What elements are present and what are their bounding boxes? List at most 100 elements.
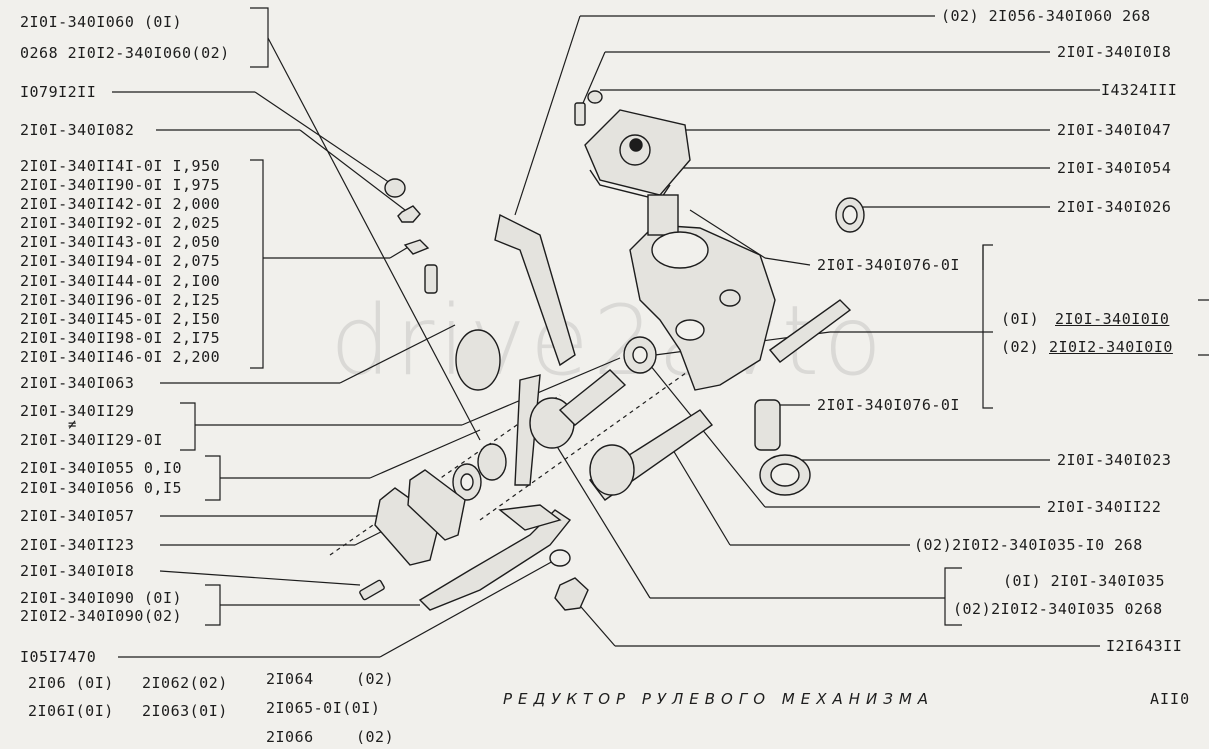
label-part-079: I079I2II: [20, 83, 97, 101]
input-shaft: [494, 213, 576, 367]
shim-row: 2I0I-340II44-0I 2,I00: [20, 271, 221, 290]
label-part-063: 2I0I-340I063: [20, 374, 135, 392]
nut-082: [384, 178, 406, 198]
label-part-123: 2I0I-340II23: [20, 536, 135, 554]
shim-row: 2I0I-340II98-0I 2,I75: [20, 328, 221, 347]
nut-pitman: [554, 577, 589, 611]
gasket: [589, 169, 671, 201]
washer-top: [587, 90, 603, 104]
shim-table: 2I0I-340II4I-0I I,950 2I0I-340II90-0I I,…: [20, 157, 220, 367]
leader-l7b: [369, 429, 481, 479]
housing-opening: [651, 231, 709, 269]
housing-neck: [647, 194, 679, 236]
leader-l2b: [254, 91, 394, 186]
label-r1: (02) 2I056-340I060 268: [941, 7, 1151, 25]
label-r7: 2I0I-340I076-0I: [817, 256, 960, 274]
label-r8a: 2I0I-340I0I0: [1055, 310, 1170, 328]
label-r6: 2I0I-340I026: [1057, 198, 1172, 216]
leader-l5b: [339, 324, 456, 384]
leader-l10: [159, 570, 361, 586]
pitman-arm: [418, 509, 572, 611]
label-part-082: 2I0I-340I082: [20, 121, 135, 139]
label-upper-shaft-02: 0268 2I0I2-340I060(02): [20, 44, 230, 62]
model-label: 2I066: [266, 728, 314, 746]
lock-washer: [397, 205, 421, 223]
leader-r11b: [649, 364, 766, 508]
label-part-051: I05I7470: [20, 648, 97, 666]
bracket-r9: [982, 245, 993, 409]
label-upper-shaft-01: 2I0I-340I060 (0I): [20, 13, 183, 31]
bearing-123: [477, 443, 507, 481]
label-r2: 2I0I-340I0I8: [1057, 43, 1172, 61]
bracket-pitman-arm: [205, 584, 221, 626]
pitman-head: [498, 504, 562, 531]
leader-r2b: [579, 51, 606, 111]
label-part-090-01: 2I0I-340I090 (0I): [20, 589, 183, 607]
bracket-340II29: [180, 402, 196, 451]
label-part-129: 2I0I-340II29: [20, 402, 135, 420]
worm-shaft-end: [768, 299, 852, 363]
label-r13b: (02)2I0I2-340I035 0268: [953, 600, 1163, 618]
leader-r14b: [574, 599, 616, 647]
leader-l1: [267, 37, 481, 441]
leader-r12b: [669, 444, 731, 546]
leader-l3b: [299, 129, 406, 211]
shim-row: 2I0I-340II4I-0I I,950: [20, 157, 221, 175]
label-part-057: 2I0I-340I057: [20, 507, 135, 525]
leader-r7b: [689, 209, 766, 259]
leader-r1b: [514, 15, 581, 216]
diagram-title: РЕДУКТОР РУЛЕВОГО МЕХАНИЗМА: [503, 690, 935, 708]
label-shim-056: 2I0I-340I056 0,I5: [20, 479, 183, 497]
label-r8b: 2I0I2-340I0I0: [1049, 338, 1173, 356]
lower-cover-057: [374, 487, 441, 566]
bolt-018: [574, 102, 586, 126]
shim-row: 2I0I-340II46-0I 2,200: [20, 347, 221, 366]
shim-row: 2I0I-340II94-0I 2,075: [20, 252, 221, 271]
bracket-shim-table: [250, 159, 264, 369]
label-r5: 2I0I-340I054: [1057, 159, 1172, 177]
label-r4: 2I0I-340I047: [1057, 121, 1172, 139]
axis-line-2: [479, 369, 691, 521]
worm-body: [589, 444, 635, 496]
model-label: (02): [356, 670, 395, 688]
shim-row: 2I0I-340II42-0I 2,000: [20, 195, 221, 214]
roller-shaft: [558, 369, 627, 426]
label-r14: I2I643II: [1106, 637, 1183, 655]
bracket-top-left: [250, 7, 269, 68]
label-shim-055: 2I0I-340I055 0,I0: [20, 459, 183, 477]
model-label: 2I06 (0I): [28, 674, 114, 692]
model-label: 2I062(02): [142, 674, 228, 692]
label-r8b-variant: (02): [1001, 338, 1040, 356]
sheet-code: АII0: [1150, 690, 1191, 708]
shim-row: 2I0I-340II90-0I I,975: [20, 176, 221, 195]
label-r8a-variant: (0I): [1001, 310, 1040, 328]
label-part-129-01: 2I0I-340II29-0I: [20, 431, 163, 449]
adjust-screw: [424, 264, 438, 294]
model-label: 2I06I(0I): [28, 702, 114, 720]
shim-row: 2I0I-340II45-0I 2,I50: [20, 309, 221, 328]
sector-063: [455, 329, 501, 391]
model-label: 2I065-0I(0I): [266, 699, 381, 717]
label-part-090-02: 2I0I2-340I090(02): [20, 607, 183, 625]
label-r10: 2I0I-340I023: [1057, 451, 1172, 469]
shim-row: 2I0I-340II43-0I 2,050: [20, 233, 221, 252]
leader-l12b: [379, 559, 556, 658]
label-r3: I4324III: [1101, 81, 1178, 99]
housing-boss: [719, 289, 741, 307]
washer: [403, 239, 430, 255]
shim-row: 2I0I-340II96-0I 2,I25: [20, 290, 221, 309]
lock-ring: [549, 549, 571, 567]
model-label: 2I064: [266, 670, 314, 688]
label-r12: (02)2I0I2-340I035-I0 268: [914, 536, 1143, 554]
label-part-018: 2I0I-340I0I8: [20, 562, 135, 580]
bracket-r13: [944, 567, 962, 626]
bolt-lower: [359, 579, 385, 601]
leader-l6b: [461, 357, 621, 426]
model-label: (02): [356, 728, 395, 746]
cover-hole: [629, 138, 643, 152]
label-r9: 2I0I-340I076-0I: [817, 396, 960, 414]
label-r11: 2I0I-340II22: [1047, 498, 1162, 516]
label-r13a: (0I) 2I0I-340I035: [1003, 572, 1166, 590]
leader-r7a: [764, 257, 811, 266]
